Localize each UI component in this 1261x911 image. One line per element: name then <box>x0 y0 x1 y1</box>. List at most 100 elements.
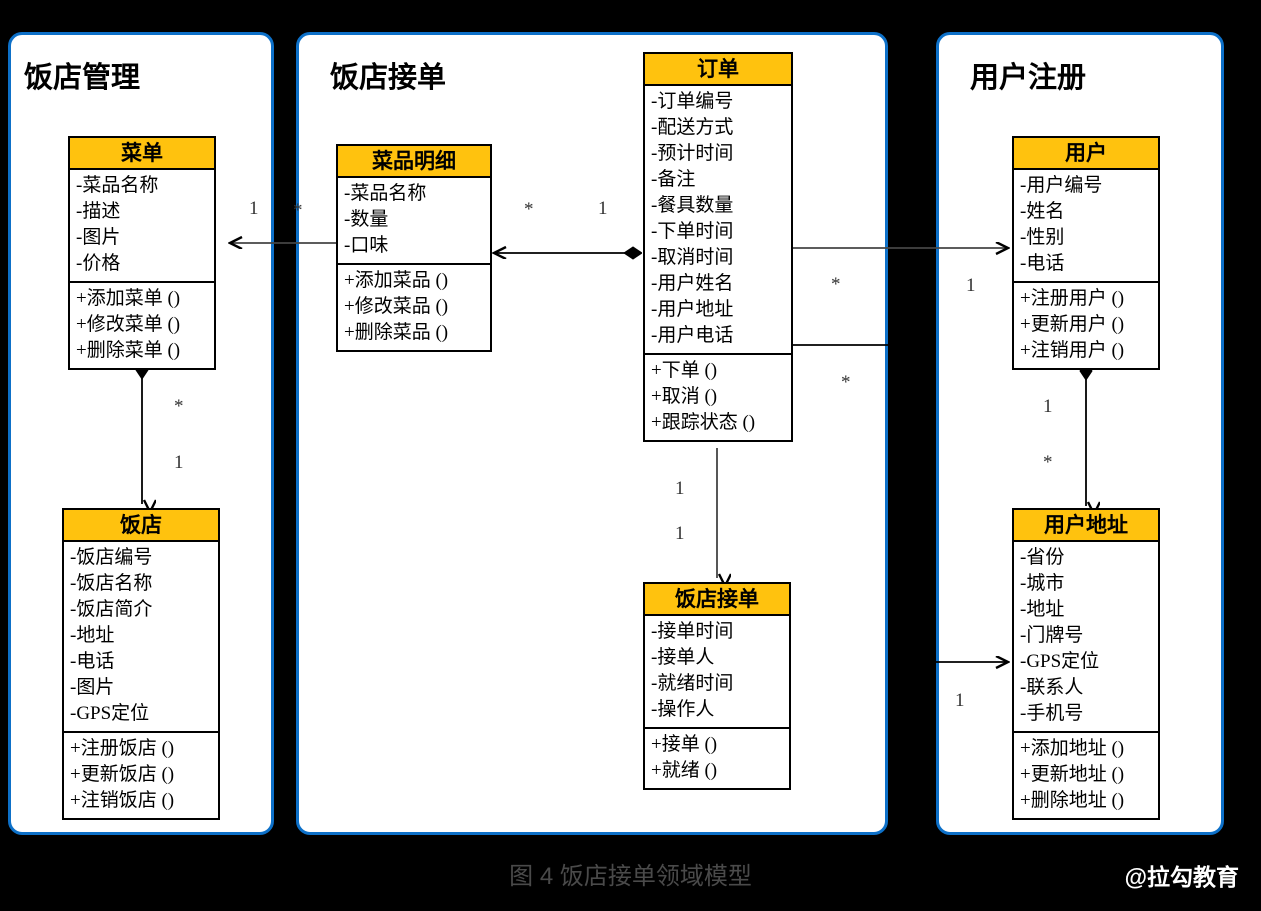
multiplicity-menu-dishdetail-star: * <box>293 200 303 221</box>
operation-row: +更新饭店 () <box>70 764 175 785</box>
operation-row: +删除菜品 () <box>344 322 449 343</box>
attribute-row: -手机号 <box>1020 703 1084 724</box>
class-attributes-user: -用户编号 -姓名 -性别 -电话 <box>1014 170 1158 281</box>
class-operations-order-acceptance: +接单 () +就绪 () <box>645 727 789 788</box>
multiplicity-order-address-star: * <box>841 372 851 393</box>
attribute-row: -描述 <box>76 201 121 222</box>
attribute-row: -图片 <box>76 227 121 248</box>
operation-row: +注册饭店 () <box>70 738 175 759</box>
attribute-row: -地址 <box>1020 599 1065 620</box>
operation-row: +更新地址 () <box>1020 764 1125 785</box>
attribute-row: -就绪时间 <box>651 673 734 694</box>
attribute-row: -姓名 <box>1020 201 1065 222</box>
class-title-user-address: 用户地址 <box>1014 510 1158 542</box>
operation-row: +修改菜单 () <box>76 314 181 335</box>
operation-row: +添加菜单 () <box>76 288 181 309</box>
attribute-row: -性别 <box>1020 227 1065 248</box>
multiplicity-order-dishdetail-1: 1 <box>598 198 608 219</box>
attribute-row: -接单时间 <box>651 621 734 642</box>
operation-row: +添加地址 () <box>1020 738 1125 759</box>
multiplicity-user-address-star: * <box>1043 452 1053 473</box>
operation-row: +注销用户 () <box>1020 340 1125 361</box>
attribute-row: -预计时间 <box>651 143 734 164</box>
class-title-user: 用户 <box>1014 138 1158 170</box>
attribute-row: -城市 <box>1020 573 1065 594</box>
class-box-restaurant[interactable]: 饭店 -饭店编号 -饭店名称 -饭店简介 -地址 -电话 -图片 -GPS定位 … <box>62 508 220 820</box>
attribute-row: -图片 <box>70 677 115 698</box>
class-title-menu: 菜单 <box>70 138 214 170</box>
figure-caption: 图 4 饭店接单领域模型 <box>509 863 752 890</box>
operation-row: +添加菜品 () <box>344 270 449 291</box>
attribute-row: -用户地址 <box>651 299 734 320</box>
operation-row: +删除菜单 () <box>76 340 181 361</box>
attribute-row: -电话 <box>1020 253 1065 274</box>
attribute-row: -门牌号 <box>1020 625 1084 646</box>
multiplicity-restaurant-menu-star: * <box>174 396 184 417</box>
class-box-user-address[interactable]: 用户地址 -省份 -城市 -地址 -门牌号 -GPS定位 -联系人 -手机号 +… <box>1012 508 1160 820</box>
package-title-user-registration: 用户注册 <box>970 62 1087 94</box>
operation-row: +取消 () <box>651 386 718 407</box>
attribute-row: -电话 <box>70 651 115 672</box>
class-box-user[interactable]: 用户 -用户编号 -姓名 -性别 -电话 +注册用户 () +更新用户 () +… <box>1012 136 1160 370</box>
watermark-label: @拉勾教育 <box>1124 864 1239 890</box>
class-title-order: 订单 <box>645 54 791 86</box>
package-title-restaurant-order-taking: 饭店接单 <box>330 62 447 94</box>
operation-row: +修改菜品 () <box>344 296 449 317</box>
attribute-row: -用户电话 <box>651 325 734 346</box>
multiplicity-order-user-star: * <box>831 274 841 295</box>
attribute-row: -联系人 <box>1020 677 1084 698</box>
class-box-menu[interactable]: 菜单 -菜品名称 -描述 -图片 -价格 +添加菜单 () +修改菜单 () +… <box>68 136 216 370</box>
attribute-row: -GPS定位 <box>1020 651 1100 672</box>
attribute-row: -用户姓名 <box>651 273 734 294</box>
attribute-row: -省份 <box>1020 547 1065 568</box>
attribute-row: -配送方式 <box>651 117 734 138</box>
multiplicity-order-acceptance-1b: 1 <box>675 523 685 544</box>
class-attributes-menu: -菜品名称 -描述 -图片 -价格 <box>70 170 214 281</box>
attribute-row: -下单时间 <box>651 221 734 242</box>
multiplicity-user-address-1: 1 <box>1043 396 1053 417</box>
operation-row: +就绪 () <box>651 760 718 781</box>
class-operations-order: +下单 () +取消 () +跟踪状态 () <box>645 353 791 440</box>
class-operations-dish-detail: +添加菜品 () +修改菜品 () +删除菜品 () <box>338 263 490 350</box>
package-title-restaurant-management: 饭店管理 <box>24 62 141 94</box>
class-attributes-restaurant: -饭店编号 -饭店名称 -饭店简介 -地址 -电话 -图片 -GPS定位 <box>64 542 218 731</box>
multiplicity-order-dishdetail-star: * <box>524 199 534 220</box>
class-box-order-acceptance[interactable]: 饭店接单 -接单时间 -接单人 -就绪时间 -操作人 +接单 () +就绪 () <box>643 582 791 790</box>
multiplicity-menu-dishdetail-1: 1 <box>249 198 259 219</box>
attribute-row: -口味 <box>344 235 389 256</box>
class-box-order[interactable]: 订单 -订单编号 -配送方式 -预计时间 -备注 -餐具数量 -下单时间 -取消… <box>643 52 793 442</box>
attribute-row: -地址 <box>70 625 115 646</box>
attribute-row: -餐具数量 <box>651 195 734 216</box>
attribute-row: -价格 <box>76 253 121 274</box>
class-box-dish-detail[interactable]: 菜品明细 -菜品名称 -数量 -口味 +添加菜品 () +修改菜品 () +删除… <box>336 144 492 352</box>
attribute-row: -饭店简介 <box>70 599 153 620</box>
attribute-row: -备注 <box>651 169 696 190</box>
attribute-row: -菜品名称 <box>76 175 159 196</box>
class-title-dish-detail: 菜品明细 <box>338 146 490 178</box>
operation-row: +删除地址 () <box>1020 790 1125 811</box>
attribute-row: -GPS定位 <box>70 703 150 724</box>
class-attributes-user-address: -省份 -城市 -地址 -门牌号 -GPS定位 -联系人 -手机号 <box>1014 542 1158 731</box>
operation-row: +更新用户 () <box>1020 314 1125 335</box>
attribute-row: -数量 <box>344 209 389 230</box>
attribute-row: -取消时间 <box>651 247 734 268</box>
class-operations-user-address: +添加地址 () +更新地址 () +删除地址 () <box>1014 731 1158 818</box>
class-title-restaurant: 饭店 <box>64 510 218 542</box>
attribute-row: -用户编号 <box>1020 175 1103 196</box>
attribute-row: -操作人 <box>651 699 715 720</box>
operation-row: +接单 () <box>651 734 718 755</box>
class-title-order-acceptance: 饭店接单 <box>645 584 789 616</box>
multiplicity-order-user-1: 1 <box>966 275 976 296</box>
class-attributes-dish-detail: -菜品名称 -数量 -口味 <box>338 178 490 263</box>
class-operations-user: +注册用户 () +更新用户 () +注销用户 () <box>1014 281 1158 368</box>
attribute-row: -菜品名称 <box>344 183 427 204</box>
attribute-row: -饭店编号 <box>70 547 153 568</box>
operation-row: +注册用户 () <box>1020 288 1125 309</box>
attribute-row: -订单编号 <box>651 91 734 112</box>
multiplicity-order-acceptance-1a: 1 <box>675 478 685 499</box>
class-operations-restaurant: +注册饭店 () +更新饭店 () +注销饭店 () <box>64 731 218 818</box>
multiplicity-restaurant-menu-1: 1 <box>174 452 184 473</box>
class-attributes-order: -订单编号 -配送方式 -预计时间 -备注 -餐具数量 -下单时间 -取消时间 … <box>645 86 791 353</box>
attribute-row: -接单人 <box>651 647 715 668</box>
